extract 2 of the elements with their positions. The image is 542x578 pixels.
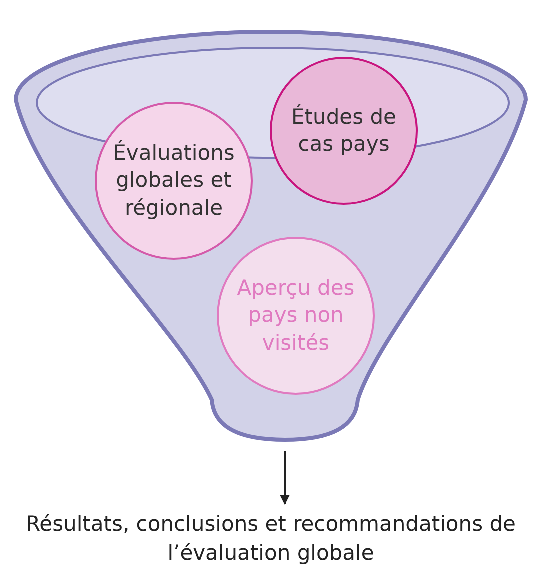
result-text: Résultats, conclusions et recommandations de l’évaluation globale <box>20 510 522 574</box>
arrow <box>280 451 290 505</box>
